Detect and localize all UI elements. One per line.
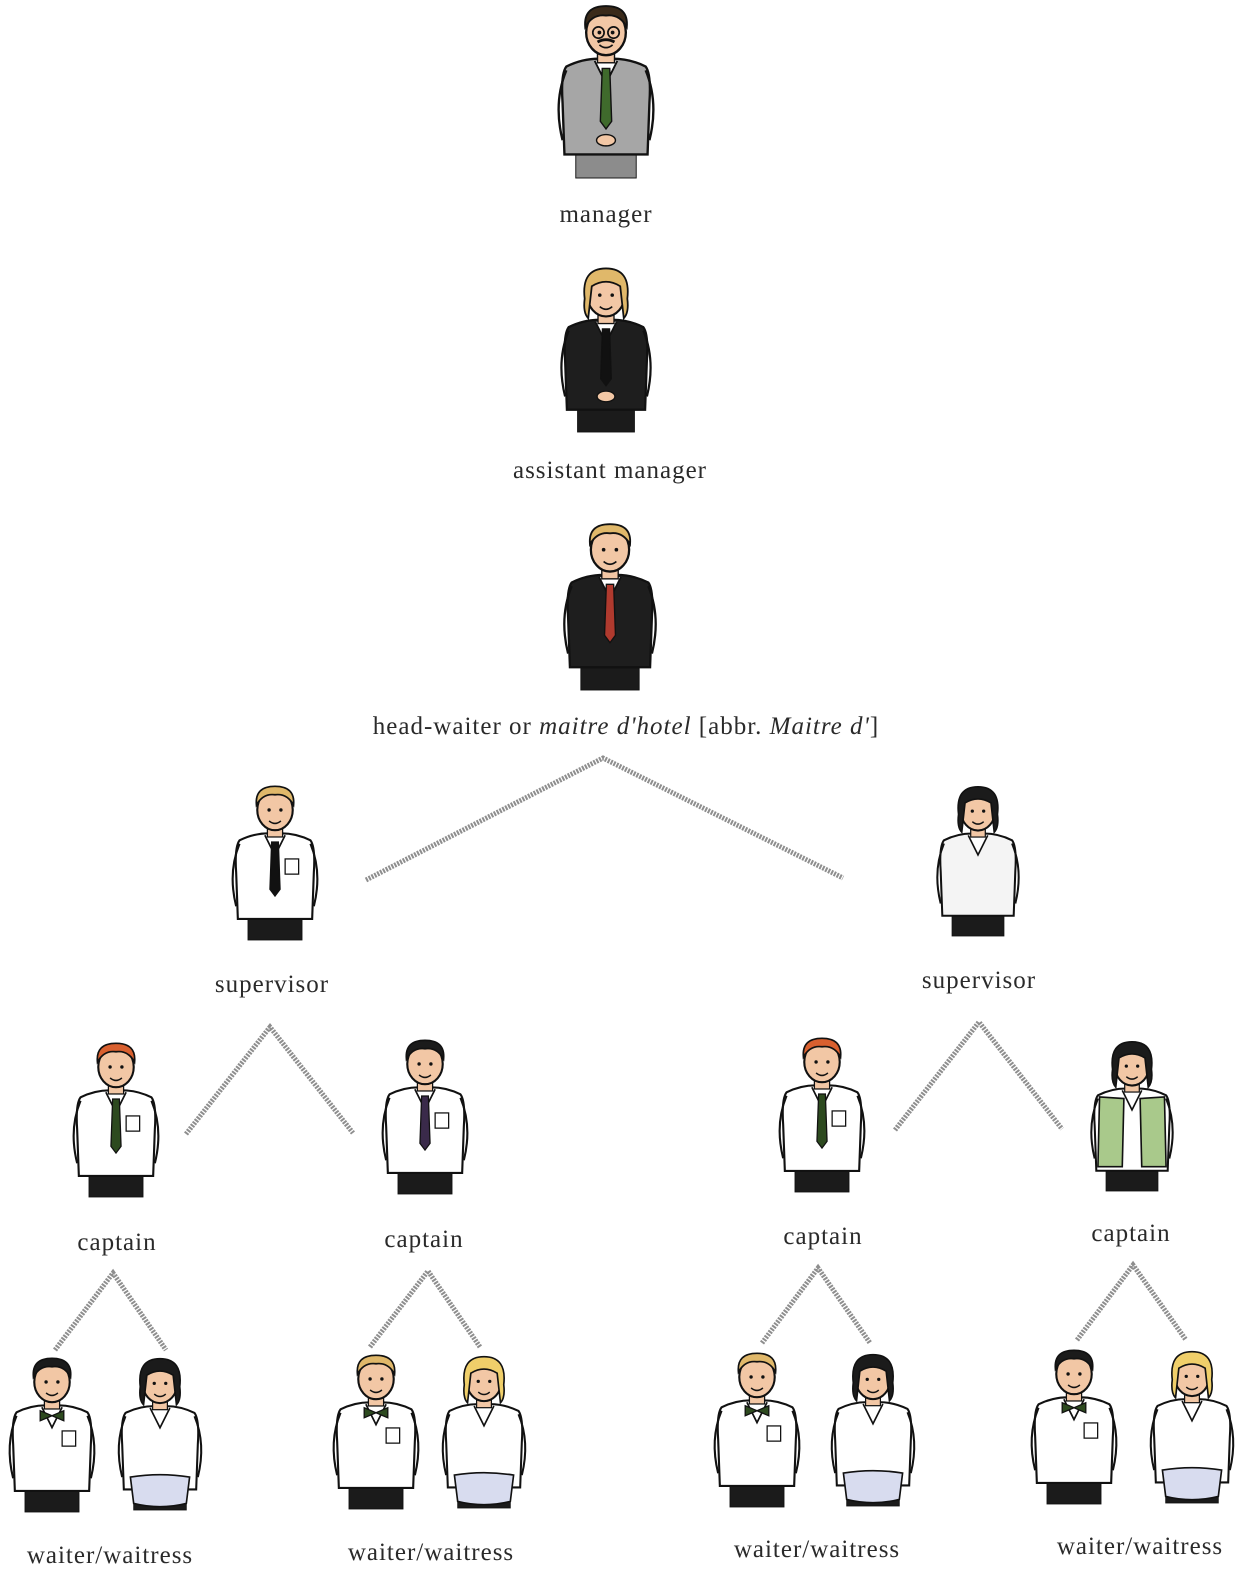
figure-captain-3 (778, 1037, 866, 1193)
label-head-waiter: head-waiter or maitre d'hotel [abbr. Mai… (373, 713, 879, 741)
figure-waitress-4 (1149, 1350, 1235, 1504)
connector-captain-3 (759, 1263, 873, 1345)
figure-waiter-1 (8, 1357, 96, 1513)
label-captain-4: captain (1091, 1220, 1171, 1247)
label-waiter-4: waiter/waitress (1056, 1533, 1224, 1560)
connectors (53, 755, 1189, 1352)
head-waiter-text-3: [abbr. (691, 713, 770, 740)
figure-assistant-manager (560, 267, 652, 433)
figure-captain-4 (1090, 1040, 1174, 1192)
head-waiter-text-1: head-waiter or (372, 713, 540, 740)
connector-supervisor-l (184, 1022, 355, 1136)
label-manager: manager (559, 201, 653, 228)
label-waiter-2: waiter/waitress (347, 1539, 515, 1566)
figure-waitress-1 (117, 1357, 203, 1511)
head-waiter-text-2: maitre d'hotel (539, 713, 692, 740)
figure-captain-2 (381, 1039, 469, 1195)
head-waiter-text-4: Maitre d' (769, 713, 870, 740)
label-captain-1: captain (77, 1229, 157, 1256)
figure-waiter-3 (713, 1352, 801, 1508)
figure-waiter-4 (1030, 1349, 1118, 1505)
figure-waitress-2 (441, 1355, 527, 1509)
figures (8, 5, 1235, 1513)
label-captain-2: captain (384, 1226, 464, 1253)
figure-waiter-2 (332, 1354, 420, 1510)
connector-head-waiter (364, 755, 845, 883)
connector-captain-4 (1074, 1260, 1189, 1342)
figure-head-waiter (563, 523, 657, 691)
head-waiter-text-5: ] (869, 713, 880, 740)
label-waiter-3: waiter/waitress (733, 1536, 901, 1563)
figure-captain-1 (72, 1042, 160, 1198)
connector-captain-2 (368, 1266, 483, 1349)
connector-captain-1 (53, 1268, 169, 1352)
figure-waitress-3 (830, 1353, 916, 1507)
figure-manager (557, 5, 655, 179)
figure-supervisor-left (231, 785, 319, 941)
label-waiter-1: waiter/waitress (26, 1542, 194, 1569)
figure-supervisor-right (936, 785, 1020, 937)
label-supervisor-left: supervisor (214, 971, 330, 998)
label-supervisor-right: supervisor (921, 967, 1037, 994)
label-captain-3: captain (783, 1223, 863, 1250)
label-assistant-manager: assistant manager (512, 457, 708, 484)
connector-supervisor-r (893, 1017, 1064, 1132)
